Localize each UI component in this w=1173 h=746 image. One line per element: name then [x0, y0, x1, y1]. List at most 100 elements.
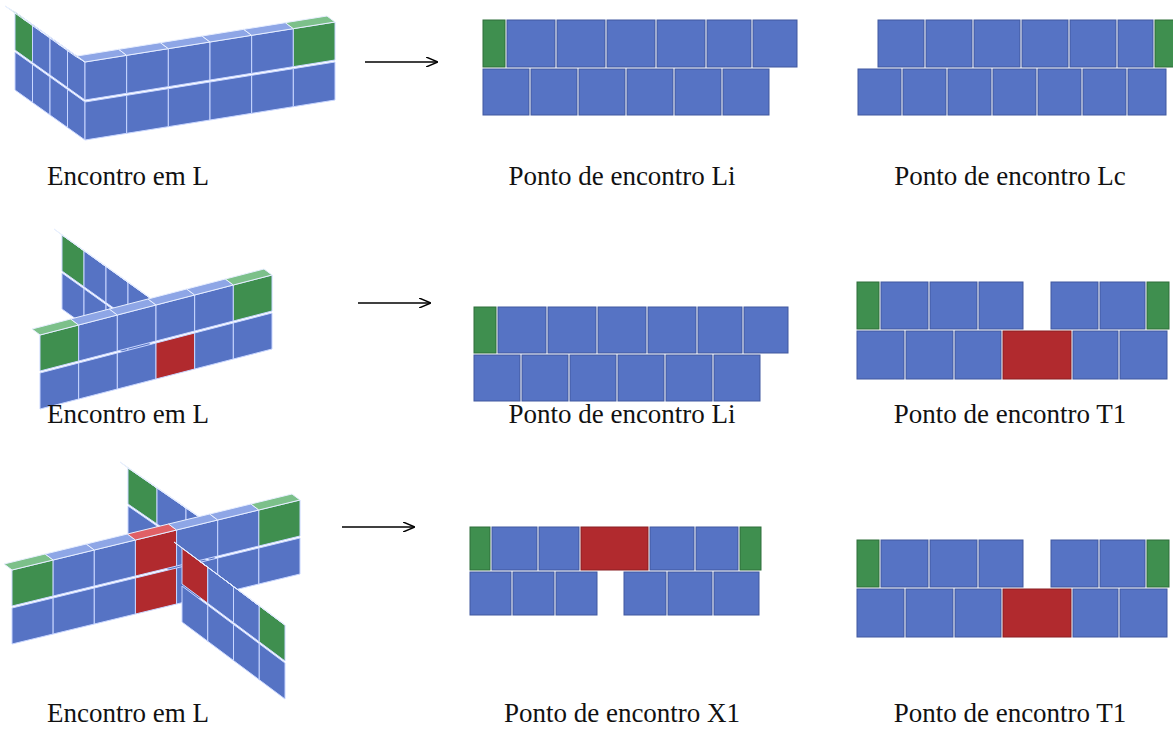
block: [483, 20, 505, 67]
block: [714, 355, 760, 401]
caption: Ponto de encontro X1: [504, 697, 740, 729]
block-top: [285, 16, 335, 29]
block: [906, 331, 953, 379]
block: [581, 527, 648, 570]
block: [696, 527, 738, 570]
block: [1073, 589, 1118, 637]
block: [668, 572, 712, 615]
block-top: [71, 309, 118, 325]
arrow: [365, 61, 437, 63]
block: [474, 307, 496, 353]
block: [168, 42, 210, 87]
block: [1003, 331, 1071, 379]
block: [259, 606, 285, 661]
block: [753, 20, 797, 67]
block: [974, 20, 1020, 67]
block: [707, 20, 751, 67]
block: [492, 527, 537, 570]
block: [556, 572, 597, 615]
block: [210, 35, 252, 80]
block: [252, 29, 294, 74]
block: [857, 589, 904, 637]
block: [127, 49, 169, 94]
block: [1051, 282, 1098, 329]
block-top: [251, 494, 300, 510]
block: [234, 587, 260, 642]
block: [650, 527, 694, 570]
block: [979, 282, 1023, 329]
block: [1155, 20, 1173, 67]
block: [557, 20, 605, 67]
caption: Ponto de encontro Li: [508, 160, 735, 192]
block: [210, 75, 252, 120]
block: [657, 20, 705, 67]
block: [723, 69, 769, 115]
block-top: [210, 504, 259, 520]
block: [539, 527, 579, 570]
block: [548, 307, 596, 353]
block: [127, 89, 169, 134]
caption: Ponto de encontro T1: [894, 398, 1127, 430]
caption: Encontro em L: [47, 697, 209, 729]
block: [208, 567, 234, 622]
block: [714, 572, 759, 615]
block: [1083, 69, 1126, 115]
caption: Encontro em L: [47, 160, 209, 192]
block: [570, 355, 616, 401]
block: [906, 589, 953, 637]
block: [498, 307, 546, 353]
block: [666, 355, 712, 401]
block: [930, 282, 977, 329]
block: [483, 69, 529, 115]
block: [182, 548, 208, 603]
block: [881, 282, 928, 329]
caption: Ponto de encontro Li: [508, 398, 735, 430]
block: [878, 20, 924, 67]
caption: Ponto de encontro Lc: [894, 160, 1126, 192]
block: [85, 95, 127, 140]
block: [955, 589, 1001, 637]
block: [474, 355, 520, 401]
block: [522, 355, 568, 401]
block: [648, 307, 696, 353]
block-top: [45, 544, 94, 560]
block-top: [86, 534, 135, 550]
block: [128, 468, 157, 524]
block: [857, 331, 904, 379]
block: [531, 69, 577, 115]
block-top: [109, 299, 156, 315]
block: [1128, 69, 1166, 115]
block: [1038, 69, 1081, 115]
block: [1051, 540, 1098, 587]
block-top: [32, 319, 79, 335]
block: [470, 572, 511, 615]
block-top: [127, 524, 176, 540]
block: [1100, 282, 1145, 329]
block-top: [251, 600, 285, 625]
block: [858, 69, 901, 115]
block: [740, 527, 761, 570]
block: [903, 69, 946, 115]
block: [1118, 20, 1153, 67]
block: [607, 20, 655, 67]
block: [744, 307, 788, 353]
block: [618, 355, 664, 401]
block-top: [187, 279, 234, 295]
arrow: [342, 526, 414, 528]
block: [675, 69, 721, 115]
block: [1022, 20, 1068, 67]
block: [293, 62, 335, 107]
block: [1120, 331, 1167, 379]
block: [857, 282, 879, 329]
block-top: [202, 29, 252, 42]
block: [85, 55, 127, 100]
block: [698, 307, 742, 353]
block: [598, 307, 646, 353]
block-top: [120, 276, 150, 298]
caption: Encontro em L: [47, 398, 209, 430]
block-top: [160, 36, 210, 49]
block-top: [169, 514, 218, 530]
block: [1147, 540, 1169, 587]
